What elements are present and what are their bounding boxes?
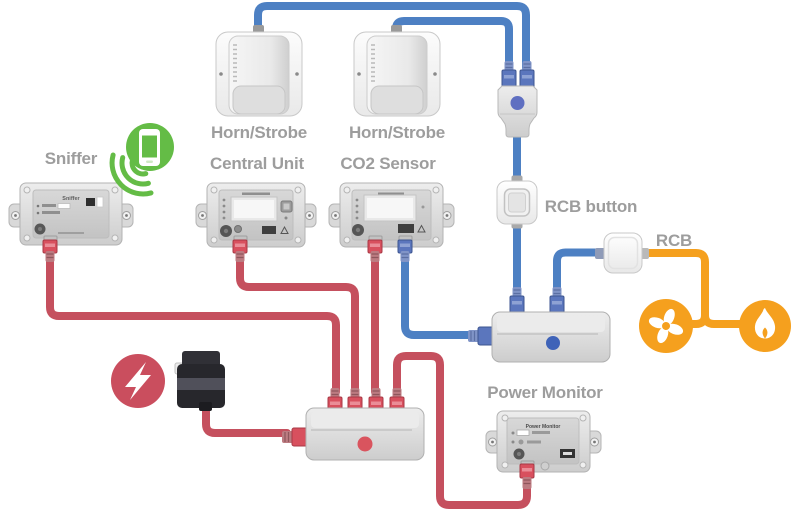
blue-hub-device <box>468 287 611 363</box>
red-hub-dot <box>357 436 373 452</box>
smartphone-wifi-icon <box>109 123 174 197</box>
flame-icon <box>739 300 791 352</box>
central-unit-screws <box>210 186 302 244</box>
rcb-button-label: RCB button <box>544 197 638 216</box>
splitter-body <box>497 85 538 138</box>
sniffer-device: Sniffer <box>8 182 134 262</box>
red-hub-top-strip <box>311 412 419 428</box>
rcb-face <box>607 236 639 270</box>
splitter-plug-right <box>519 61 535 89</box>
co2-panel-details <box>352 192 426 236</box>
rcb-stub-left <box>595 248 605 259</box>
sniffer-screws <box>23 186 119 242</box>
horn-strobe-2-device <box>353 25 441 117</box>
sniffer-label: Sniffer <box>44 149 98 168</box>
red-hub-device <box>282 388 425 461</box>
horn2-screw-left <box>357 72 361 76</box>
horn1-vents <box>233 44 237 82</box>
blue-hub-dot <box>546 336 560 350</box>
sniffer-panel-details <box>34 196 104 235</box>
rcb-button-device <box>496 175 538 229</box>
cable-red-hub-to-power-monitor <box>393 352 531 509</box>
horn1-screw-right <box>295 72 299 76</box>
power-monitor-label: Power Monitor <box>487 383 603 402</box>
cable-sniffer-to-red-hub <box>46 252 340 396</box>
adapter-band <box>177 378 225 390</box>
central-unit-panel-details <box>220 192 293 237</box>
co2-blue-plug <box>397 235 413 262</box>
rcb-body <box>603 232 643 274</box>
splitter-plug-left <box>501 61 517 89</box>
blue-hub-top-strip <box>497 316 605 332</box>
co2-sensor-device <box>328 182 455 262</box>
adapter-top-block <box>182 351 220 368</box>
power-monitor-screws <box>501 414 587 469</box>
sniffer-red-plug <box>42 235 58 262</box>
central-unit-device <box>195 182 317 262</box>
sniffer-panel-title: Sniffer <box>62 196 80 202</box>
horn2-mouth <box>370 85 424 115</box>
central-unit-label: Central Unit <box>210 154 304 173</box>
phone-home-button <box>146 160 153 163</box>
blue-hub-plug-1 <box>509 287 525 314</box>
rcb-device <box>595 232 649 274</box>
cable-adapter-to-red-hub <box>202 402 291 437</box>
phone-screen <box>142 135 157 158</box>
cable-rcb-to-flame <box>637 249 769 328</box>
co2-red-plug <box>367 235 383 262</box>
horn1-mouth <box>232 85 286 115</box>
blue-hub-barrel-left <box>468 326 495 346</box>
co2-screws <box>343 186 440 244</box>
rcb-label: RCB <box>655 231 693 250</box>
blue-y-splitter <box>497 61 538 138</box>
fan-icon <box>639 299 693 353</box>
horn1-screw-left <box>219 72 223 76</box>
power-adapter <box>174 351 225 411</box>
cable-rcb-to-fan <box>662 311 709 328</box>
horn2-vents <box>371 44 375 82</box>
blue-hub-plug-2 <box>549 287 565 314</box>
central-unit-red-plug <box>232 235 248 262</box>
co2-sensor-label: CO2 Sensor <box>340 154 436 173</box>
adapter-nipple <box>199 402 212 411</box>
power-monitor-panel-title: Power Monitor <box>526 424 561 430</box>
horn-strobe-1-label: Horn/Strobe <box>210 123 308 142</box>
cable-co2-to-blue-hub <box>401 252 480 339</box>
rcb-button-key[interactable] <box>508 192 526 213</box>
red-hub-barrel-left <box>282 427 309 447</box>
splitter-dot <box>510 96 525 110</box>
cable-layer <box>46 2 769 509</box>
horn-strobe-2-label: Horn/Strobe <box>348 123 446 142</box>
lightning-bolt-icon <box>111 354 165 408</box>
horn2-screw-right <box>433 72 437 76</box>
horn-strobe-1-device <box>215 25 303 117</box>
cable-horn1-to-splitter <box>254 2 530 72</box>
power-monitor-red-plug <box>519 460 535 489</box>
power-monitor-device: Power Monitor <box>485 410 602 489</box>
cable-central-unit-to-red-hub <box>236 252 359 396</box>
cable-blue-hub-to-rcb <box>553 248 602 297</box>
power-monitor-panel-details <box>511 429 575 471</box>
